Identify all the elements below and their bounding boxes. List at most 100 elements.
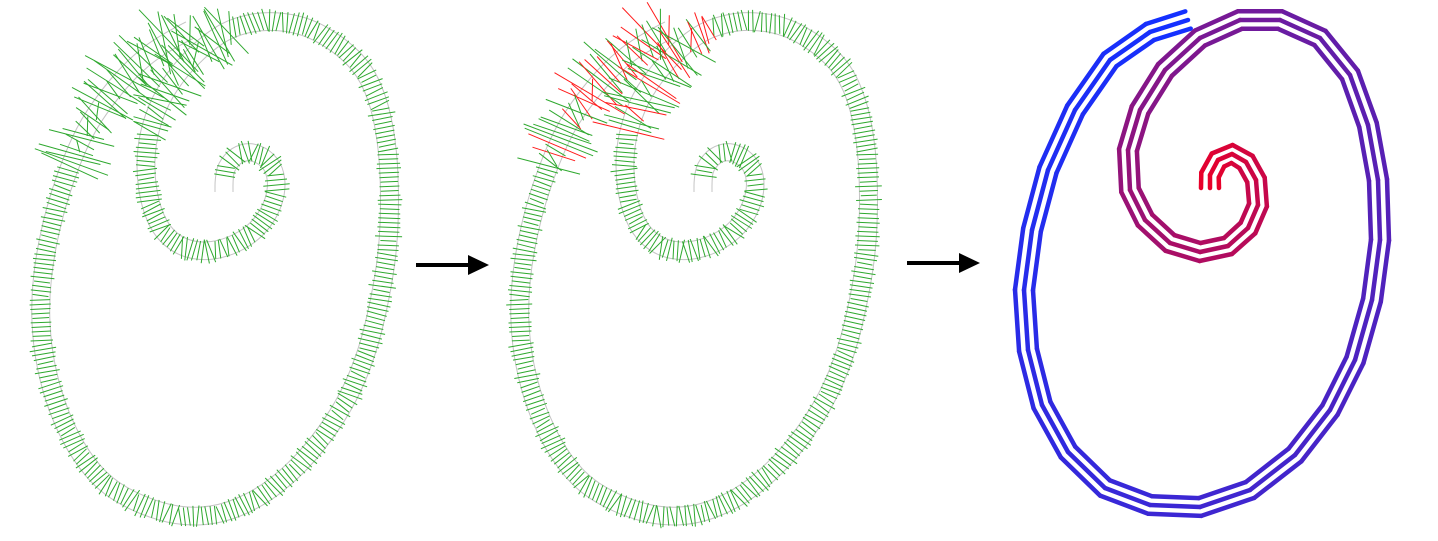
- rib: [519, 230, 539, 235]
- rib: [830, 58, 851, 76]
- rib: [324, 412, 346, 426]
- rib: [736, 153, 757, 168]
- rib: [161, 503, 172, 523]
- rib: [512, 253, 536, 257]
- strand-segment-3: [1230, 142, 1255, 159]
- rib: [264, 481, 277, 498]
- rib: [641, 24, 654, 58]
- rib: [574, 94, 584, 121]
- rib: [359, 328, 386, 335]
- rib: [838, 74, 857, 83]
- rib: [142, 208, 165, 218]
- rib: [194, 26, 230, 54]
- rib: [615, 138, 638, 141]
- rib: [532, 184, 551, 192]
- rib: [350, 370, 366, 379]
- strand-segment-3: [1037, 103, 1070, 170]
- rib: [377, 147, 399, 153]
- rib: [610, 167, 638, 173]
- rib: [244, 224, 266, 240]
- arrow-right-1: [416, 255, 489, 275]
- rib: [848, 293, 871, 298]
- rib: [591, 483, 600, 501]
- rib: [645, 504, 655, 524]
- rib: [365, 87, 384, 97]
- rib: [372, 279, 394, 284]
- rib: [850, 107, 870, 112]
- rib: [605, 490, 618, 511]
- rib: [238, 143, 244, 165]
- rib: [856, 167, 880, 170]
- rib: [153, 224, 171, 240]
- rib: [147, 22, 173, 68]
- rib: [607, 493, 623, 513]
- strand-segment-1: [1134, 111, 1151, 154]
- rib-flagged: [658, 30, 691, 79]
- rib: [120, 487, 129, 505]
- rib: [33, 271, 53, 275]
- rib: [624, 212, 644, 221]
- panel-flagged-ribs: [506, 2, 882, 529]
- rib: [215, 506, 225, 524]
- strand-segment-1: [1286, 402, 1325, 451]
- rib: [232, 498, 240, 518]
- rib: [696, 237, 701, 261]
- rib: [729, 489, 741, 510]
- rib: [148, 29, 165, 67]
- strand-segment-2: [1369, 237, 1383, 303]
- rib: [288, 463, 302, 477]
- rib: [541, 434, 561, 445]
- rib: [778, 15, 781, 34]
- rib: [213, 505, 218, 525]
- rib: [510, 257, 537, 262]
- strand-segment-3: [1129, 61, 1161, 109]
- rib: [536, 171, 555, 178]
- rib: [712, 17, 715, 37]
- rib: [338, 44, 354, 59]
- rib: [358, 342, 380, 349]
- rib: [149, 223, 172, 233]
- rib: [33, 355, 56, 362]
- rib: [622, 59, 691, 88]
- rib: [803, 30, 820, 51]
- rib: [818, 46, 839, 63]
- rib: [256, 486, 271, 505]
- rib: [378, 158, 399, 160]
- rib: [30, 321, 52, 324]
- rib: [824, 49, 839, 66]
- rib: [833, 353, 855, 363]
- rib: [136, 43, 144, 81]
- rib: [31, 326, 51, 328]
- strand-segment-3: [1145, 511, 1204, 519]
- rib: [698, 155, 719, 171]
- rib: [524, 201, 547, 210]
- rib: [715, 496, 723, 517]
- rib: [107, 481, 118, 498]
- rib: [603, 114, 660, 130]
- rib: [639, 229, 656, 246]
- strand-segment-2: [1347, 72, 1371, 128]
- rib: [530, 407, 546, 415]
- rib: [658, 236, 664, 260]
- rib: [859, 180, 877, 183]
- rib: [789, 23, 803, 41]
- rib: [853, 125, 873, 130]
- rib: [41, 152, 99, 180]
- rib: [45, 212, 63, 217]
- rib: [73, 448, 87, 462]
- rib: [851, 120, 873, 126]
- rib: [226, 236, 238, 256]
- rib: [377, 249, 399, 251]
- strand-segment-2: [1327, 357, 1358, 413]
- rib: [243, 492, 253, 514]
- rib: [517, 157, 581, 175]
- rib: [29, 299, 51, 301]
- rib: [858, 226, 878, 229]
- rib: [376, 138, 396, 144]
- rib: [729, 222, 744, 235]
- rib: [52, 175, 78, 183]
- rib: [643, 230, 659, 250]
- rib: [515, 360, 534, 366]
- rib: [768, 458, 786, 475]
- rib: [240, 140, 250, 164]
